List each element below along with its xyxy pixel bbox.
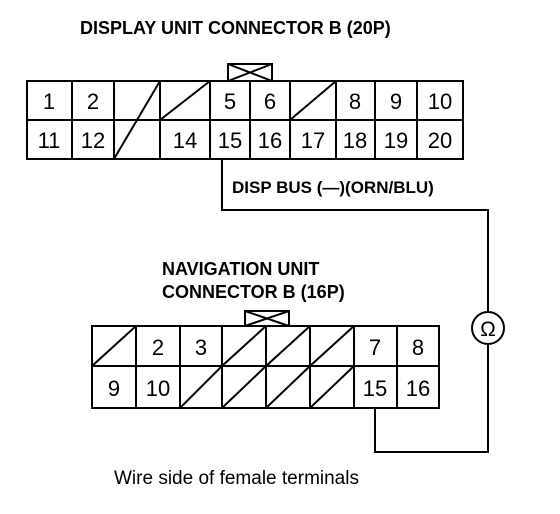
ohmmeter-icon — [471, 311, 505, 345]
pin-label: 8 — [349, 89, 361, 114]
pin-label: 1 — [43, 89, 55, 114]
empty-cavity — [265, 365, 311, 409]
pin-label: 19 — [384, 128, 408, 153]
pin-label: 7 — [369, 335, 381, 360]
empty-cavity — [221, 325, 267, 367]
caption: Wire side of female terminals — [114, 468, 359, 489]
nav-connector-title-line2: CONNECTOR B (16P) — [162, 282, 345, 302]
nav-connector-latch — [244, 310, 290, 327]
pin-label: 9 — [390, 89, 402, 114]
pin-label: 3 — [195, 335, 207, 360]
pin-label: 5 — [224, 89, 236, 114]
pin-label: 18 — [343, 128, 367, 153]
empty-cavity — [309, 325, 355, 367]
empty-cavity — [179, 365, 223, 409]
pin-label: 6 — [264, 89, 276, 114]
empty-cavity — [91, 325, 137, 367]
empty-cavity — [159, 80, 211, 121]
pin-label: 2 — [152, 335, 164, 360]
empty-cavity — [265, 325, 311, 367]
display-connector-title: DISPLAY UNIT CONNECTOR B (20P) — [80, 18, 391, 38]
pin-label: 10 — [428, 89, 452, 114]
nav-connector-title-line1: NAVIGATION UNIT — [162, 259, 319, 279]
ohm-symbol: Ω — [480, 318, 496, 341]
display-connector-latch — [227, 63, 273, 82]
pin-label: 20 — [428, 128, 452, 153]
pin-label: 11 — [38, 128, 61, 153]
pin-label: 2 — [87, 89, 99, 114]
empty-cavity — [113, 80, 161, 160]
wire-label: DISP BUS (—)(ORN/BLU) — [232, 178, 434, 197]
empty-cavity — [221, 365, 267, 409]
pin-label: 12 — [81, 128, 105, 153]
pin-label: 16 — [258, 128, 282, 153]
pin-label: 16 — [406, 376, 430, 401]
empty-cavity — [289, 80, 337, 121]
empty-cavity — [309, 365, 355, 409]
pin-label: 15 — [218, 128, 242, 153]
test-wire-return — [374, 344, 489, 453]
test-wire — [221, 159, 489, 312]
pin-label: 8 — [412, 335, 424, 360]
pin-label: 15 — [363, 376, 387, 401]
pin-label: 14 — [173, 128, 197, 153]
pin-label: 10 — [146, 376, 170, 401]
pin-label: 9 — [108, 376, 120, 401]
pin-label: 17 — [301, 128, 325, 153]
